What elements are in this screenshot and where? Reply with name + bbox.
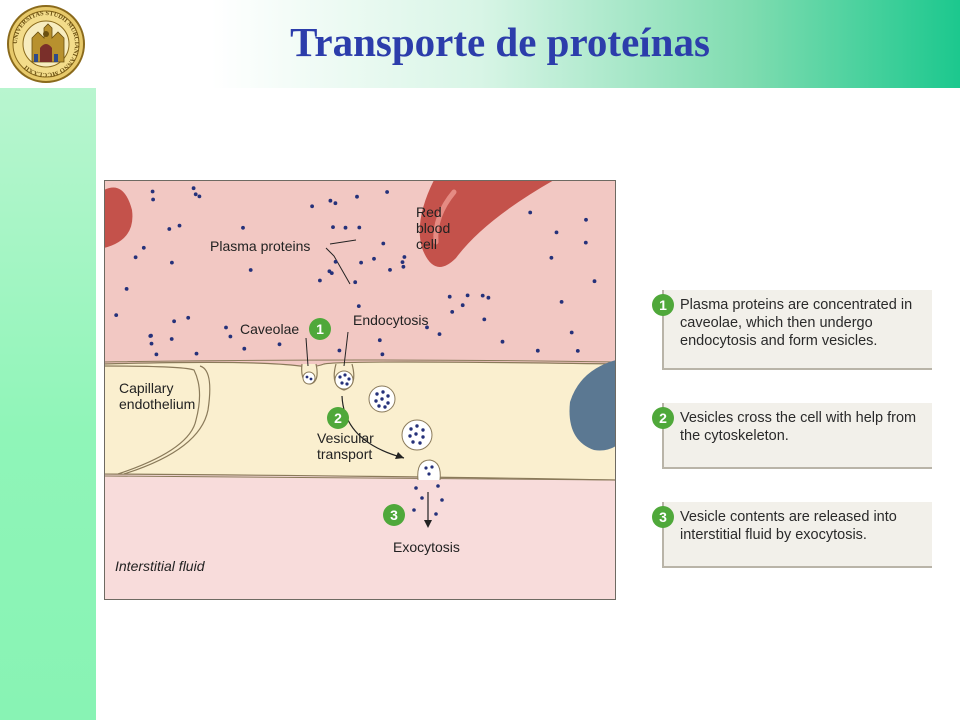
diagram-step-1-badge: 1 xyxy=(309,318,331,340)
endothelial-cell xyxy=(103,361,617,481)
university-seal-icon: UNIVERSITAS STUDII MURCIANI ANNO MCCLXXI… xyxy=(7,5,85,83)
red-blood-cell xyxy=(419,180,554,267)
step-2-text: Vesicles cross the cell with help from t… xyxy=(680,410,917,444)
step-3-text: Vesicle contents are released into inter… xyxy=(680,509,897,543)
left-accent-bar xyxy=(0,88,96,720)
title-bar xyxy=(0,0,960,88)
plasma-protein-dots xyxy=(114,186,597,357)
step-1-badge: 1 xyxy=(652,294,674,316)
label-exocytosis: Exocytosis xyxy=(393,539,460,555)
protein-transport-diagram: Red blood cell Plasma proteins Caveolae … xyxy=(103,180,617,600)
label-plasma-proteins: Plasma proteins xyxy=(210,238,311,254)
diagram-illustration xyxy=(103,180,617,600)
red-blood-cell-left xyxy=(104,187,133,248)
diagram-frame xyxy=(104,180,616,600)
step-box-3: 3 Vesicle contents are released into int… xyxy=(652,502,932,568)
label-endocytosis: Endocytosis xyxy=(353,312,429,328)
step-1-text: Plasma proteins are concentrated in cave… xyxy=(680,297,913,349)
label-vesicular-transport: Vesicular transport xyxy=(317,430,374,462)
nucleus xyxy=(569,360,616,451)
label-interstitial-fluid: Interstitial fluid xyxy=(115,558,205,574)
transport-arrow xyxy=(341,395,405,459)
plasma-region xyxy=(104,180,616,370)
label-caveolae: Caveolae xyxy=(240,321,300,337)
forming-vesicle xyxy=(334,370,354,390)
released-proteins xyxy=(412,484,444,516)
label-capillary-endothelium: Capillary endothelium xyxy=(119,380,196,412)
diagram-step-2-badge: 2 xyxy=(327,407,349,429)
diagram-step-3-badge: 3 xyxy=(383,504,405,526)
step-2-badge: 2 xyxy=(652,407,674,429)
step-box-1: 1 Plasma proteins are concentrated in ca… xyxy=(652,290,932,370)
cell-junction xyxy=(103,365,201,475)
step-box-2: 2 Vesicles cross the cell with help from… xyxy=(652,403,932,469)
step-3-badge: 3 xyxy=(652,506,674,528)
label-red-blood-cell: Red blood cell xyxy=(416,204,451,252)
page-title: Transporte de proteínas xyxy=(290,19,710,65)
interstitial-region xyxy=(104,470,616,600)
exocytosis-vesicle xyxy=(417,459,441,481)
